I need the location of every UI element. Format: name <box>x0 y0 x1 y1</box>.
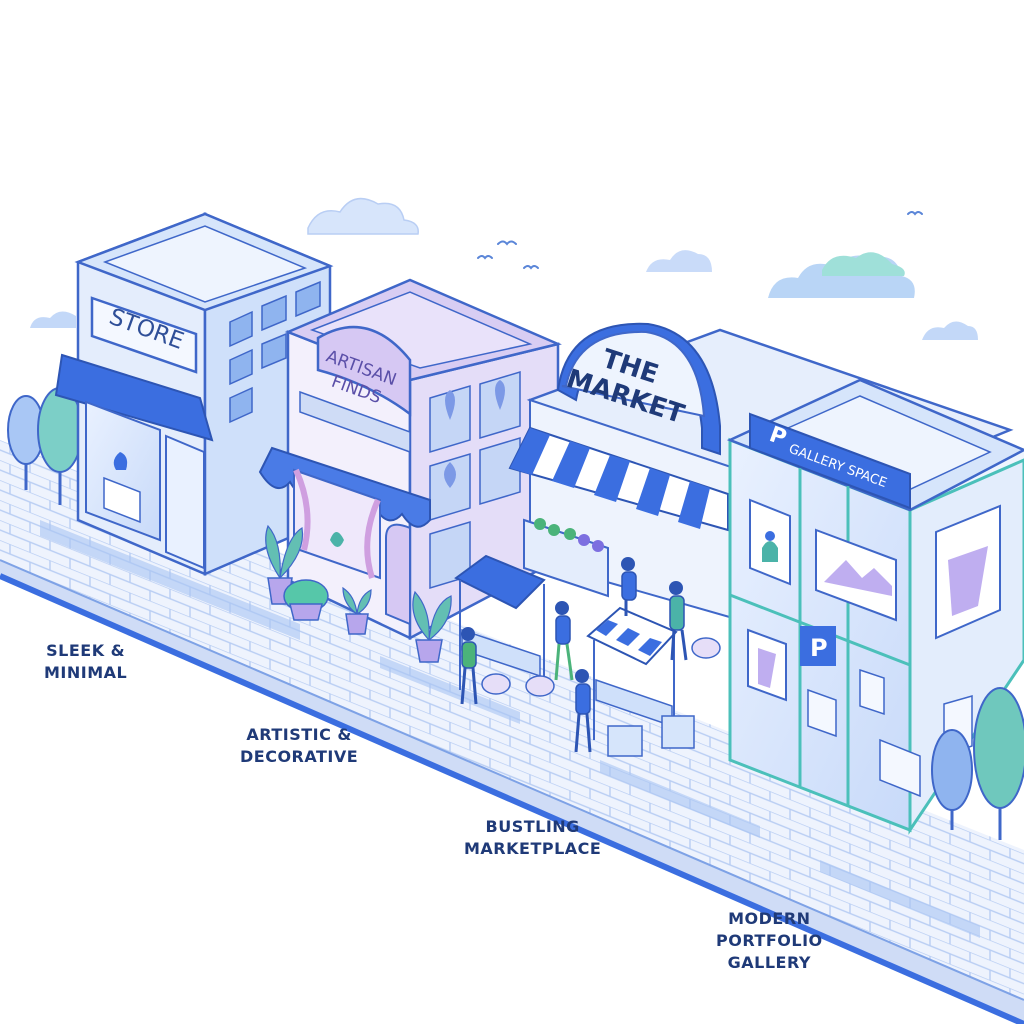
cloud-icon <box>922 321 978 340</box>
shopper-figure-icon <box>554 601 574 681</box>
shopper-figure-icon <box>669 581 688 661</box>
potted-plant-icon <box>412 590 452 663</box>
gallery-logo-icon: P <box>766 422 790 451</box>
potted-plant-icon <box>283 579 329 621</box>
cloud-icon <box>768 252 915 298</box>
label-line: PORTFOLIO <box>716 931 823 950</box>
cloud-icon <box>307 197 419 235</box>
label-line: ARTISTIC & <box>246 725 352 744</box>
artistic-decorative-store: ARTISAN FINDS <box>258 278 562 663</box>
produce-stall <box>586 606 695 757</box>
gallery-logo-icon: P <box>810 634 828 662</box>
label-line: MODERN <box>728 909 811 928</box>
label-line: DECORATIVE <box>240 747 359 766</box>
label-modern-portfolio-gallery: MODERN PORTFOLIO GALLERY <box>716 908 823 974</box>
bird-icon <box>477 211 923 270</box>
label-line: GALLERY <box>727 953 811 972</box>
shopper-figure-icon <box>574 669 592 753</box>
tree-icon <box>931 687 1024 840</box>
produce-stall <box>454 554 555 697</box>
potted-plant-icon <box>342 586 372 635</box>
label-line: MINIMAL <box>44 663 128 682</box>
label-bustling-marketplace: BUSTLING MARKETPLACE <box>464 816 601 860</box>
label-line: MARKETPLACE <box>464 839 602 858</box>
cloud-icon <box>646 250 712 272</box>
label-line: SLEEK & <box>46 641 126 660</box>
label-line: BUSTLING <box>485 817 580 836</box>
sidewalk <box>0 440 1024 1024</box>
label-sleek-minimal: SLEEK & MINIMAL <box>44 640 127 684</box>
shopper-figure-icon <box>460 627 478 705</box>
label-artistic-decorative: ARTISTIC & DECORATIVE <box>240 724 358 768</box>
vase-icon <box>113 452 128 470</box>
shopper-figure-icon <box>621 557 637 616</box>
cloud-icon <box>30 311 76 328</box>
sleek-minimal-store: STORE <box>54 212 334 576</box>
produce-crate-icon <box>523 518 609 598</box>
tree-icon <box>7 387 83 505</box>
